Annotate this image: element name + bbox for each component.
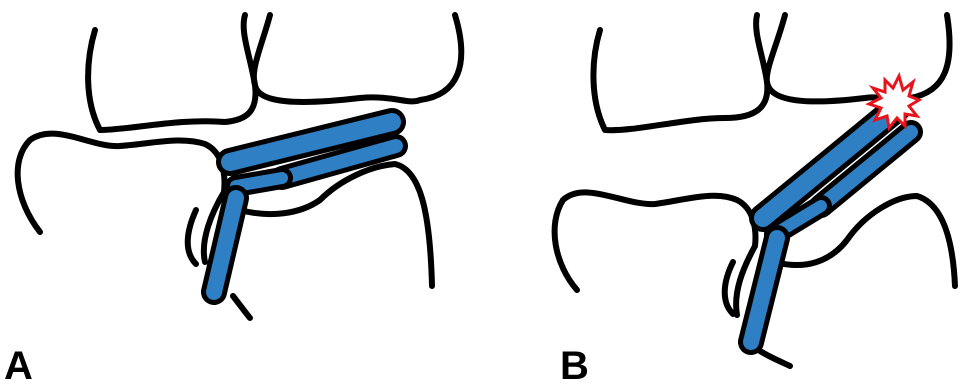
panel-b: B [485,0,971,389]
panel-a: A [0,0,486,389]
appliance [751,108,911,342]
lower-teeth-outline [18,134,225,262]
panel-label-b: B [560,346,589,386]
upper-teeth-outline [88,15,461,130]
panel-label-a: A [4,346,33,386]
panel-b-illustration [485,0,971,389]
panel-a-illustration [0,0,486,389]
